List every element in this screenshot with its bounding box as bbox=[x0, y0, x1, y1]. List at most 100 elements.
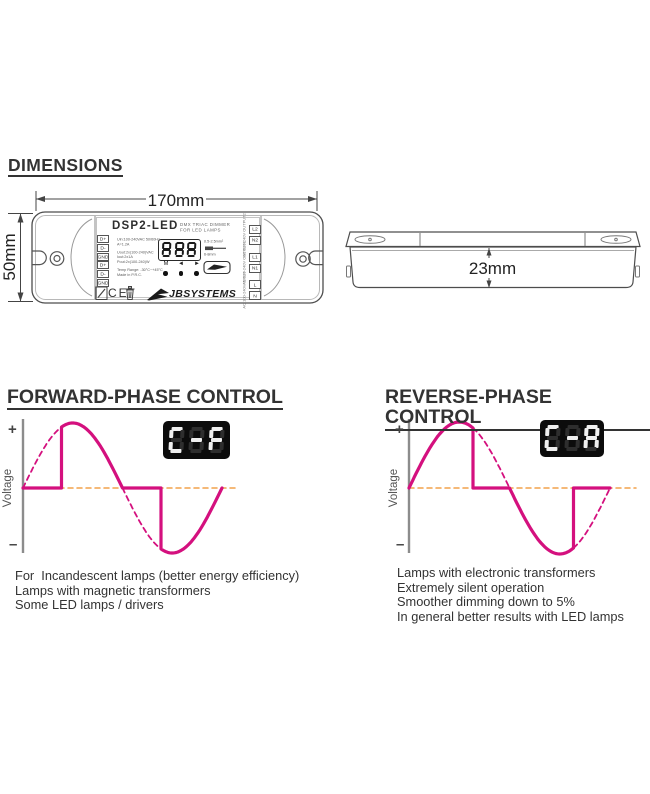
width-dimension-label: 170mm bbox=[146, 191, 206, 210]
seg-digit bbox=[174, 242, 184, 258]
note-line: Extremely silent operation bbox=[397, 579, 545, 595]
seg-digit bbox=[544, 425, 561, 451]
wire-spec-bottom-label: 6-8mm bbox=[204, 252, 216, 257]
ce-mark: CE bbox=[108, 286, 129, 300]
dimensions-title: DIMENSIONS bbox=[8, 156, 123, 178]
no-solid-wire-icon bbox=[95, 286, 108, 300]
seg-digit bbox=[563, 425, 581, 451]
spec-line: Uout:2x(100-240)VAC bbox=[117, 249, 154, 255]
seg-digit bbox=[208, 427, 225, 453]
reverse-display-digits bbox=[544, 425, 600, 451]
seg-g bbox=[566, 436, 578, 440]
spec-line: Pout:2x(100-240)W bbox=[117, 259, 150, 265]
seg-digit bbox=[583, 425, 600, 451]
device-display-digits bbox=[161, 242, 197, 258]
waveform-path bbox=[572, 487, 611, 549]
dmx-terminal: D+ bbox=[97, 235, 109, 243]
mounting-screws bbox=[32, 250, 323, 267]
note-line: For Incandescent lamps (better energy ef… bbox=[15, 568, 300, 583]
brand-logo-icon bbox=[147, 288, 169, 301]
screwdriver-icon bbox=[203, 260, 231, 275]
device-button-dot bbox=[194, 271, 199, 276]
seg-digit bbox=[168, 427, 185, 453]
seg-digit bbox=[188, 427, 205, 453]
spec-line: Uin:100-240VAC 50/60Hz bbox=[117, 237, 160, 242]
note-line: In general better results with LED lamps bbox=[397, 608, 624, 624]
device-button-dot bbox=[163, 271, 168, 276]
seg-d bbox=[162, 254, 170, 258]
seg-d bbox=[187, 254, 195, 258]
seg-digit bbox=[186, 242, 197, 258]
seg-d bbox=[175, 254, 182, 258]
seg-e bbox=[208, 441, 213, 451]
subtitle-line-2: FOR LED LAMPS bbox=[180, 227, 221, 233]
note-line: Lamps with magnetic transformers bbox=[15, 582, 211, 598]
device-button-dot bbox=[178, 271, 184, 276]
reverse-minus-label: – bbox=[396, 536, 405, 553]
mains-terminal: L1 bbox=[249, 252, 261, 262]
device-button-label: ► bbox=[193, 260, 200, 267]
seg-g bbox=[586, 436, 597, 440]
seg-digit bbox=[161, 242, 172, 258]
forward-phase-title: FORWARD-PHASE CONTROL bbox=[7, 387, 283, 411]
seg-g bbox=[175, 248, 183, 251]
reverse-voltage-label: Voltage bbox=[388, 468, 400, 508]
end-cap-curves bbox=[70, 218, 286, 297]
forward-notes: For Incandescent lamps (better energy ef… bbox=[15, 568, 300, 613]
seg-g bbox=[188, 248, 195, 251]
dmx-terminal: D+ bbox=[97, 261, 109, 270]
subtitle-line-1: DMX TRIAC DIMMER bbox=[180, 222, 231, 227]
forward-mode-display bbox=[163, 421, 230, 459]
note-line: Smoother dimming down to 5% bbox=[397, 594, 575, 610]
dmx-terminal: D- bbox=[97, 243, 109, 252]
seg-e bbox=[544, 439, 549, 449]
device-button-right: ► bbox=[191, 261, 203, 276]
reverse-mode-display bbox=[540, 419, 604, 457]
device-button-label: M bbox=[162, 260, 169, 267]
reverse-phase-waveform bbox=[407, 420, 637, 556]
forward-plus-label: + bbox=[8, 421, 17, 438]
spec-line: Iout:2x1A bbox=[117, 254, 133, 260]
note-line: Some LED lamps / drivers bbox=[15, 597, 164, 613]
mains-terminal: N bbox=[249, 291, 261, 300]
seg-g bbox=[211, 438, 222, 442]
seg-e bbox=[168, 441, 173, 451]
waveform-path bbox=[22, 426, 63, 489]
seg-g bbox=[163, 248, 170, 251]
seg-e bbox=[583, 439, 588, 449]
dmx-terminal: D- bbox=[97, 270, 109, 279]
weee-bin-icon bbox=[125, 286, 135, 300]
spec-line: Made in P.R.C. bbox=[117, 272, 142, 277]
depth-dimension-arrow bbox=[486, 248, 492, 288]
forward-minus-label: – bbox=[9, 536, 18, 553]
mains-terminal: L2 bbox=[249, 224, 261, 234]
wire-gauge-icon bbox=[205, 246, 226, 251]
mains-terminal: L bbox=[249, 280, 261, 289]
forward-display-digits bbox=[168, 427, 225, 453]
seg-e bbox=[563, 439, 569, 449]
note-line: Lamps with electronic transformers bbox=[397, 565, 596, 580]
dmx-terminal: GND bbox=[97, 279, 109, 287]
device-button-m: M bbox=[160, 261, 172, 276]
depth-dimension-label: 23mm bbox=[464, 259, 521, 278]
seg-g bbox=[547, 436, 558, 440]
waveform-path bbox=[472, 427, 511, 489]
spec-line: Temp Range: -30°C~+45°C bbox=[117, 267, 163, 272]
reverse-phase-title: REVERSE-PHASE CONTROL bbox=[385, 387, 650, 431]
seg-g bbox=[191, 438, 202, 442]
seg-g bbox=[171, 438, 182, 442]
seg-e bbox=[188, 441, 193, 451]
device-7segment-display bbox=[157, 238, 201, 261]
waveform-path bbox=[121, 487, 162, 550]
spec-line: A=1.2A bbox=[117, 241, 130, 247]
mains-terminal: N2 bbox=[249, 235, 261, 245]
forward-phase-waveform bbox=[21, 421, 237, 555]
waveform-path bbox=[407, 420, 612, 556]
terminal-group-label: AC 100-240V INPUT bbox=[241, 271, 246, 309]
forward-voltage-label: Voltage bbox=[2, 468, 14, 508]
dmx-terminal: GND bbox=[97, 252, 109, 261]
device-button-label: ◄ bbox=[178, 260, 184, 267]
